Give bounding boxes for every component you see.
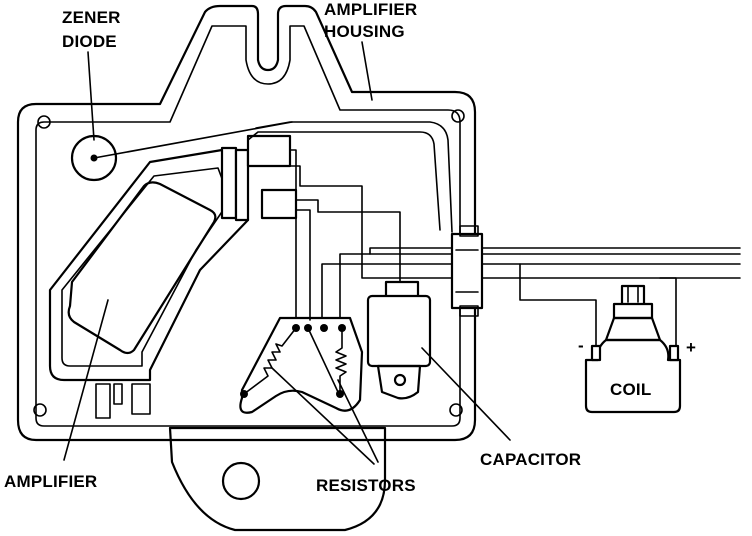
wire-grommet — [450, 225, 484, 317]
amplifier-housing-label-line2: HOUSING — [324, 22, 405, 41]
capacitor-label: CAPACITOR — [480, 450, 582, 469]
zener-diode-label-line1: ZENER — [62, 8, 121, 27]
amplifier-module — [48, 134, 298, 419]
capacitor — [366, 280, 432, 400]
coil-plus-label: + — [686, 338, 697, 357]
resistor-board — [239, 316, 364, 414]
resistors-label: RESISTORS — [316, 476, 416, 495]
coil-minus-label: - — [578, 336, 584, 355]
mounting-bracket — [168, 426, 387, 532]
amplifier-label: AMPLIFIER — [4, 472, 98, 491]
amplifier-housing — [16, 4, 477, 442]
zener-diode-label-line2: DIODE — [62, 32, 117, 51]
coil-label: COIL — [610, 380, 652, 399]
ignition-coil — [584, 284, 682, 414]
wiring — [247, 121, 741, 353]
pointer-lines — [63, 41, 511, 465]
amplifier-housing-label-line1: AMPLIFIER — [324, 0, 418, 19]
